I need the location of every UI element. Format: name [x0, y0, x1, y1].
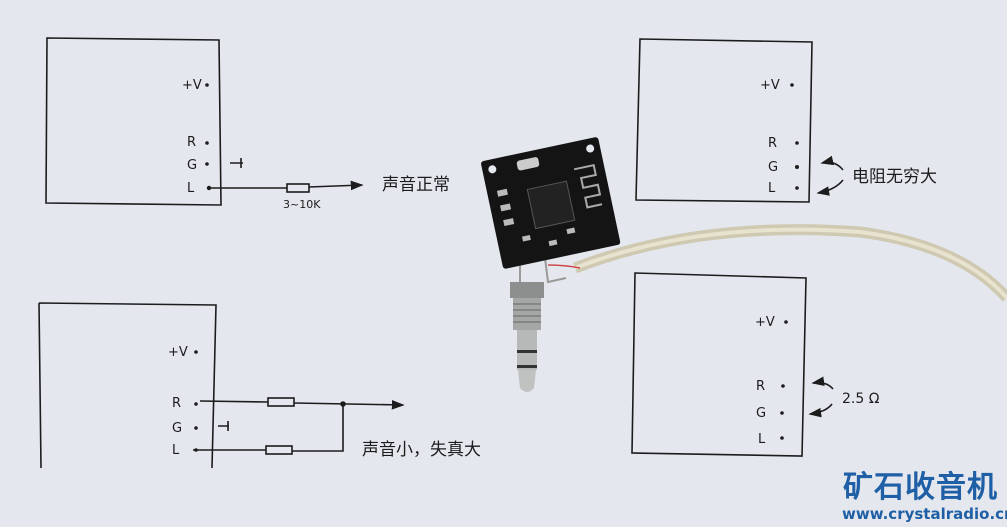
pin-label-l: L	[758, 432, 766, 447]
arrow-to-r	[811, 376, 834, 390]
resistor-l	[265, 445, 293, 455]
pin-label-l: L	[172, 443, 180, 458]
resistor	[286, 183, 310, 193]
pin-label-g: G	[756, 406, 766, 421]
module-box-top-left	[45, 37, 222, 206]
resistor-r	[267, 397, 295, 407]
pin-label-g: G	[172, 421, 182, 436]
audio-jack	[510, 250, 581, 392]
junction	[340, 401, 346, 407]
pin-label-vplus: +V	[760, 78, 780, 93]
pin-label-r: R	[172, 396, 181, 411]
ground-mark	[230, 158, 243, 168]
pin-label-l: L	[768, 181, 776, 196]
module-box-bottom-left	[38, 302, 217, 469]
arrow-to-g	[808, 403, 833, 418]
watermark-title: 矿石收音机	[843, 470, 998, 505]
pin-label-vplus: +V	[168, 345, 188, 360]
wire-out	[308, 180, 364, 191]
pin-label-r: R	[768, 136, 777, 151]
note-bottom-left: 声音小，失真大	[362, 440, 481, 460]
watermark-url: www.crystalradio.cn	[842, 505, 1007, 523]
wire-r	[199, 400, 269, 403]
resistor-value-label: 3~10K	[283, 198, 321, 211]
bluetooth-module	[481, 137, 621, 269]
arrow-to-g	[820, 155, 844, 171]
wire-l-join	[292, 404, 344, 452]
note-top-right: 电阻无穷大	[852, 167, 937, 187]
module-box-bottom-right	[631, 272, 807, 457]
wire-r-out	[293, 399, 405, 410]
pin-label-g: G	[187, 158, 197, 173]
ground-mark	[218, 421, 229, 431]
note-bottom-right: 2.5 Ω	[842, 391, 880, 407]
pin-label-vplus: +V	[755, 315, 775, 330]
module-box-top-right	[635, 38, 813, 203]
pin-label-g: G	[768, 160, 778, 175]
arrow-to-l	[816, 179, 844, 196]
note-top-left: 声音正常	[382, 175, 450, 195]
pin-label-r: R	[756, 379, 765, 394]
pin-label-l: L	[187, 181, 195, 196]
pin-label-r: R	[187, 135, 196, 150]
pin-label-vplus: +V	[182, 78, 202, 93]
audio-cable	[573, 224, 1007, 302]
